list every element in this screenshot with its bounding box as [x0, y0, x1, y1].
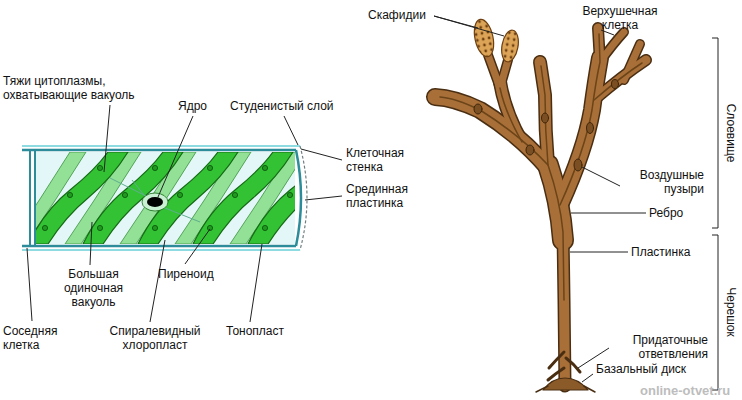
watermark: online-otvet.ru — [640, 384, 730, 398]
nucleus — [147, 197, 163, 207]
part-label: Воздушные пузыри — [622, 168, 704, 196]
cytoplasm-strands — [110, 178, 200, 222]
part-label: Скафидии — [368, 8, 438, 22]
part-label: Придаточные ответвления — [612, 333, 708, 361]
part-label: Студенистый слой — [230, 99, 350, 113]
chloroplasts — [36, 152, 295, 244]
part-label: Верхушечная клетка — [574, 4, 666, 32]
midrib — [440, 34, 642, 300]
part-label: Базальный диск — [596, 362, 701, 376]
bracket-label: Черешок — [724, 287, 738, 337]
bracket — [712, 38, 718, 390]
part-label: Пиреноид — [158, 267, 228, 281]
part-label: Тяжи цитоплазмы, охватывающие вакуоль — [3, 74, 163, 102]
basal-disc — [543, 378, 588, 390]
part-label: Большая одиночная вакуоль — [56, 267, 131, 309]
part-label: Клеточная стенка — [346, 146, 426, 174]
part-label: Ребро — [649, 206, 699, 220]
spirogyra-cell — [10, 146, 348, 250]
part-label: Спиралевидный хлоропласт — [100, 324, 210, 352]
bracket-label: Слоевище — [724, 104, 738, 163]
part-label: Срединная пластинка — [346, 182, 426, 210]
fucus-thallus — [435, 18, 646, 392]
adventitious-branches — [548, 352, 580, 380]
part-label: Ядро — [178, 99, 218, 113]
part-label: Пластинка — [631, 245, 706, 259]
air-bladders — [474, 80, 619, 172]
leader-lines — [27, 105, 342, 322]
cell-walls — [22, 146, 307, 250]
part-label: Тонопласт — [226, 324, 306, 338]
scaphidia — [471, 18, 520, 64]
leader-lines — [434, 16, 646, 382]
part-label: Соседняя клетка — [3, 324, 73, 352]
